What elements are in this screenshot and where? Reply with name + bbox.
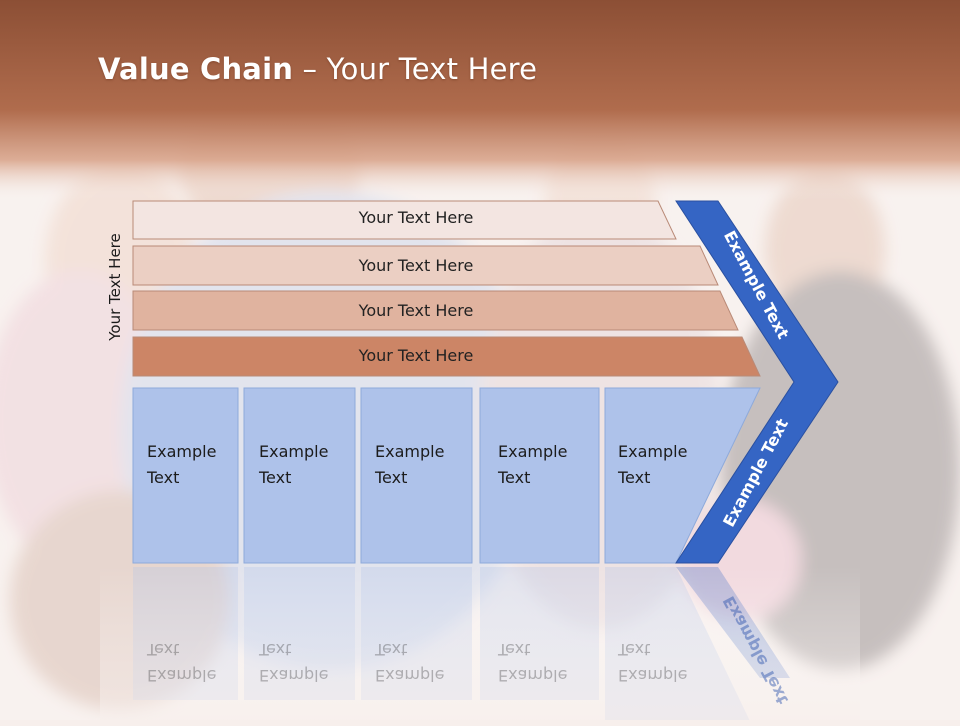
- box-2-line1: Example: [259, 442, 329, 461]
- bar-3: [132, 290, 739, 331]
- box-2-line2: Text: [259, 468, 292, 487]
- box-4-line1: Example: [498, 442, 568, 461]
- bar-label-4: Your Text Here: [358, 346, 474, 365]
- box-5-line2: Text: [618, 468, 651, 487]
- header-band: [0, 0, 960, 200]
- bar-4: [132, 336, 761, 377]
- box-3: [360, 387, 473, 564]
- bar-label-2: Your Text Here: [358, 256, 474, 275]
- box-3-line1: Example: [375, 442, 445, 461]
- boxes-group: [132, 387, 761, 564]
- box-4: [479, 387, 600, 564]
- box-5-line1: Example: [618, 442, 688, 461]
- box-3-line2: Text: [375, 468, 408, 487]
- chevron-group: [675, 200, 839, 564]
- bar-label-1: Your Text Here: [358, 208, 474, 227]
- box-1: [132, 387, 239, 564]
- bar-1: [132, 200, 677, 240]
- side-label: Your Text Here: [106, 233, 124, 341]
- bar-label-3: Your Text Here: [358, 301, 474, 320]
- box-1-line2: Text: [147, 468, 180, 487]
- box-1-line1: Example: [147, 442, 217, 461]
- slide-title: Value Chain – Your Text Here: [98, 52, 537, 86]
- bar-2: [132, 245, 719, 286]
- chevron-arrow: [675, 200, 839, 564]
- box-4-line2: Text: [498, 468, 531, 487]
- slide-title-rest: – Your Text Here: [293, 52, 538, 86]
- slide-title-bold: Value Chain: [98, 52, 294, 86]
- bars-group: [132, 200, 761, 377]
- box-2: [243, 387, 356, 564]
